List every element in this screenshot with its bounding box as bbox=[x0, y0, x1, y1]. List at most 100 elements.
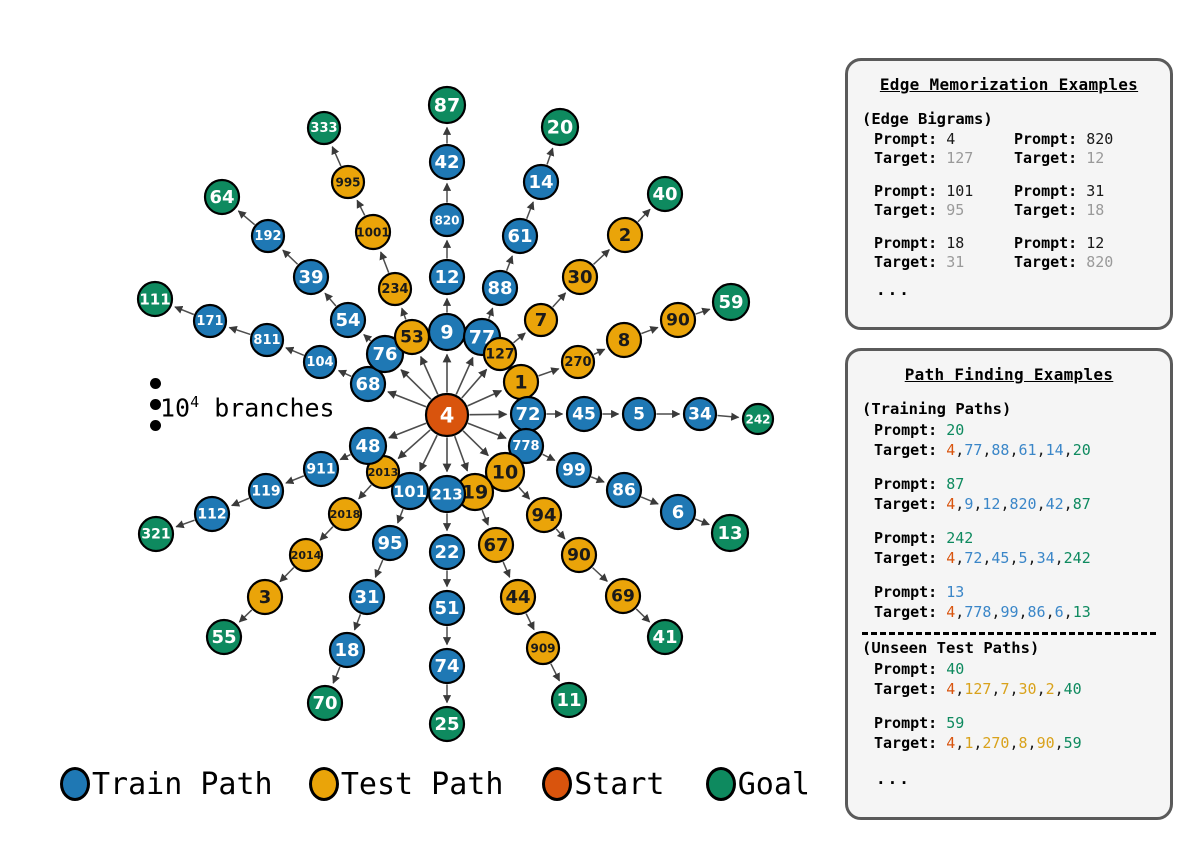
graph-node-95[interactable]: 95 bbox=[371, 524, 409, 562]
node-circle bbox=[428, 705, 466, 743]
graph-node-70[interactable]: 70 bbox=[306, 684, 344, 722]
graph-node-51[interactable]: 51 bbox=[428, 589, 466, 627]
edge-prompt-line: Prompt: 4 bbox=[874, 130, 956, 148]
test-paths-section-label: (Unseen Test Paths) bbox=[862, 639, 1040, 657]
graph-node-90[interactable]: 90 bbox=[560, 536, 598, 574]
branches-exponent: 4 bbox=[190, 393, 200, 411]
graph-node-1001[interactable]: 1001 bbox=[354, 213, 392, 251]
graph-node-909[interactable]: 909 bbox=[525, 630, 561, 666]
graph-node-333[interactable]: 333 bbox=[306, 110, 342, 146]
graph-node-31[interactable]: 31 bbox=[348, 578, 386, 616]
graph-node-7[interactable]: 7 bbox=[523, 302, 559, 338]
graph-node-69[interactable]: 69 bbox=[604, 577, 642, 615]
graph-edge bbox=[481, 509, 490, 526]
graph-node-99[interactable]: 99 bbox=[555, 451, 593, 489]
graph-node-18[interactable]: 18 bbox=[328, 631, 366, 669]
graph-node-61[interactable]: 61 bbox=[501, 217, 539, 255]
graph-node-41[interactable]: 41 bbox=[646, 618, 684, 656]
graph-node-5[interactable]: 5 bbox=[621, 396, 657, 432]
graph-node-87[interactable]: 87 bbox=[427, 85, 467, 125]
node-circle bbox=[292, 258, 330, 296]
edge-ellipsis: ... bbox=[876, 280, 911, 299]
node-label: 104 bbox=[306, 355, 333, 370]
graph-node-48[interactable]: 48 bbox=[348, 426, 388, 466]
graph-node-14[interactable]: 14 bbox=[522, 163, 560, 201]
node-circle bbox=[327, 496, 363, 532]
graph-node-119[interactable]: 119 bbox=[247, 472, 285, 510]
graph-node-55[interactable]: 55 bbox=[205, 618, 243, 656]
graph-node-44[interactable]: 44 bbox=[499, 578, 537, 616]
graph-node-54[interactable]: 54 bbox=[329, 301, 367, 339]
graph-node-94[interactable]: 94 bbox=[525, 496, 563, 534]
graph-node-242[interactable]: 242 bbox=[741, 402, 775, 436]
graph-node-76[interactable]: 76 bbox=[365, 334, 405, 374]
graph-node-59[interactable]: 59 bbox=[711, 282, 751, 322]
graph-node-811[interactable]: 811 bbox=[249, 322, 285, 358]
graph-node-45[interactable]: 45 bbox=[565, 395, 603, 433]
graph-node-192[interactable]: 192 bbox=[250, 218, 286, 254]
graph-node-68[interactable]: 68 bbox=[349, 365, 387, 403]
graph-node-42[interactable]: 42 bbox=[428, 143, 466, 181]
node-circle bbox=[192, 303, 228, 339]
graph-node-20[interactable]: 20 bbox=[540, 107, 580, 147]
graph-node-8[interactable]: 8 bbox=[605, 321, 643, 359]
graph-node-3[interactable]: 3 bbox=[246, 578, 284, 616]
graph-node-820[interactable]: 820 bbox=[429, 202, 465, 238]
graph-node-67[interactable]: 67 bbox=[477, 526, 515, 564]
graph-node-104[interactable]: 104 bbox=[302, 344, 338, 380]
graph-edge bbox=[379, 251, 390, 273]
graph-node-2014[interactable]: 2014 bbox=[288, 537, 324, 573]
node-label: 1 bbox=[514, 372, 527, 394]
graph-node-234[interactable]: 234 bbox=[377, 271, 413, 307]
graph-node-4[interactable]: 4 bbox=[424, 392, 470, 438]
graph-node-127[interactable]: 127 bbox=[482, 336, 518, 372]
edge-target-line: Target: 95 bbox=[874, 201, 965, 219]
graph-edge bbox=[400, 307, 409, 320]
graph-node-2013[interactable]: 2013 bbox=[365, 454, 401, 490]
graph-node-10[interactable]: 10 bbox=[484, 451, 526, 493]
graph-node-9[interactable]: 9 bbox=[427, 312, 467, 352]
graph-node-25[interactable]: 25 bbox=[428, 705, 466, 743]
graph-node-778[interactable]: 778 bbox=[507, 427, 545, 465]
edge-target-line: Target: 18 bbox=[1014, 201, 1105, 219]
graph-node-12[interactable]: 12 bbox=[428, 258, 466, 296]
graph-node-88[interactable]: 88 bbox=[481, 269, 519, 307]
node-label: 51 bbox=[434, 598, 459, 619]
graph-node-111[interactable]: 111 bbox=[136, 280, 174, 318]
graph-node-2018[interactable]: 2018 bbox=[327, 496, 363, 532]
graph-node-40[interactable]: 40 bbox=[646, 175, 684, 213]
graph-node-213[interactable]: 213 bbox=[427, 474, 467, 514]
graph-node-112[interactable]: 112 bbox=[193, 495, 231, 533]
graph-node-30[interactable]: 30 bbox=[561, 258, 599, 296]
graph-node-171[interactable]: 171 bbox=[192, 303, 228, 339]
graph-node-53[interactable]: 53 bbox=[393, 318, 431, 356]
node-label: 99 bbox=[562, 461, 586, 481]
graph-node-34[interactable]: 34 bbox=[682, 396, 718, 432]
graph-node-74[interactable]: 74 bbox=[428, 647, 466, 685]
graph-node-995[interactable]: 995 bbox=[330, 164, 366, 200]
graph-node-39[interactable]: 39 bbox=[292, 258, 330, 296]
graph-node-270[interactable]: 270 bbox=[560, 344, 596, 380]
node-circle bbox=[306, 110, 342, 146]
graph-node-2[interactable]: 2 bbox=[606, 216, 644, 254]
graph-node-86[interactable]: 86 bbox=[605, 471, 643, 509]
training-path-prompt-line: Prompt: 242 bbox=[874, 529, 974, 547]
node-circle bbox=[354, 213, 392, 251]
graph-node-1[interactable]: 1 bbox=[502, 363, 540, 401]
graph-node-64[interactable]: 64 bbox=[203, 178, 241, 216]
graph-node-13[interactable]: 13 bbox=[710, 513, 750, 553]
graph-node-72[interactable]: 72 bbox=[509, 395, 547, 433]
graph-node-101[interactable]: 101 bbox=[390, 471, 430, 511]
graph-node-321[interactable]: 321 bbox=[137, 515, 175, 553]
node-label: 909 bbox=[530, 642, 555, 656]
graph-node-911[interactable]: 911 bbox=[302, 450, 340, 488]
graph-node-90[interactable]: 90 bbox=[659, 301, 697, 339]
graph-node-22[interactable]: 22 bbox=[428, 533, 466, 571]
graph-node-11[interactable]: 11 bbox=[550, 681, 588, 719]
graph-node-6[interactable]: 6 bbox=[659, 493, 697, 531]
